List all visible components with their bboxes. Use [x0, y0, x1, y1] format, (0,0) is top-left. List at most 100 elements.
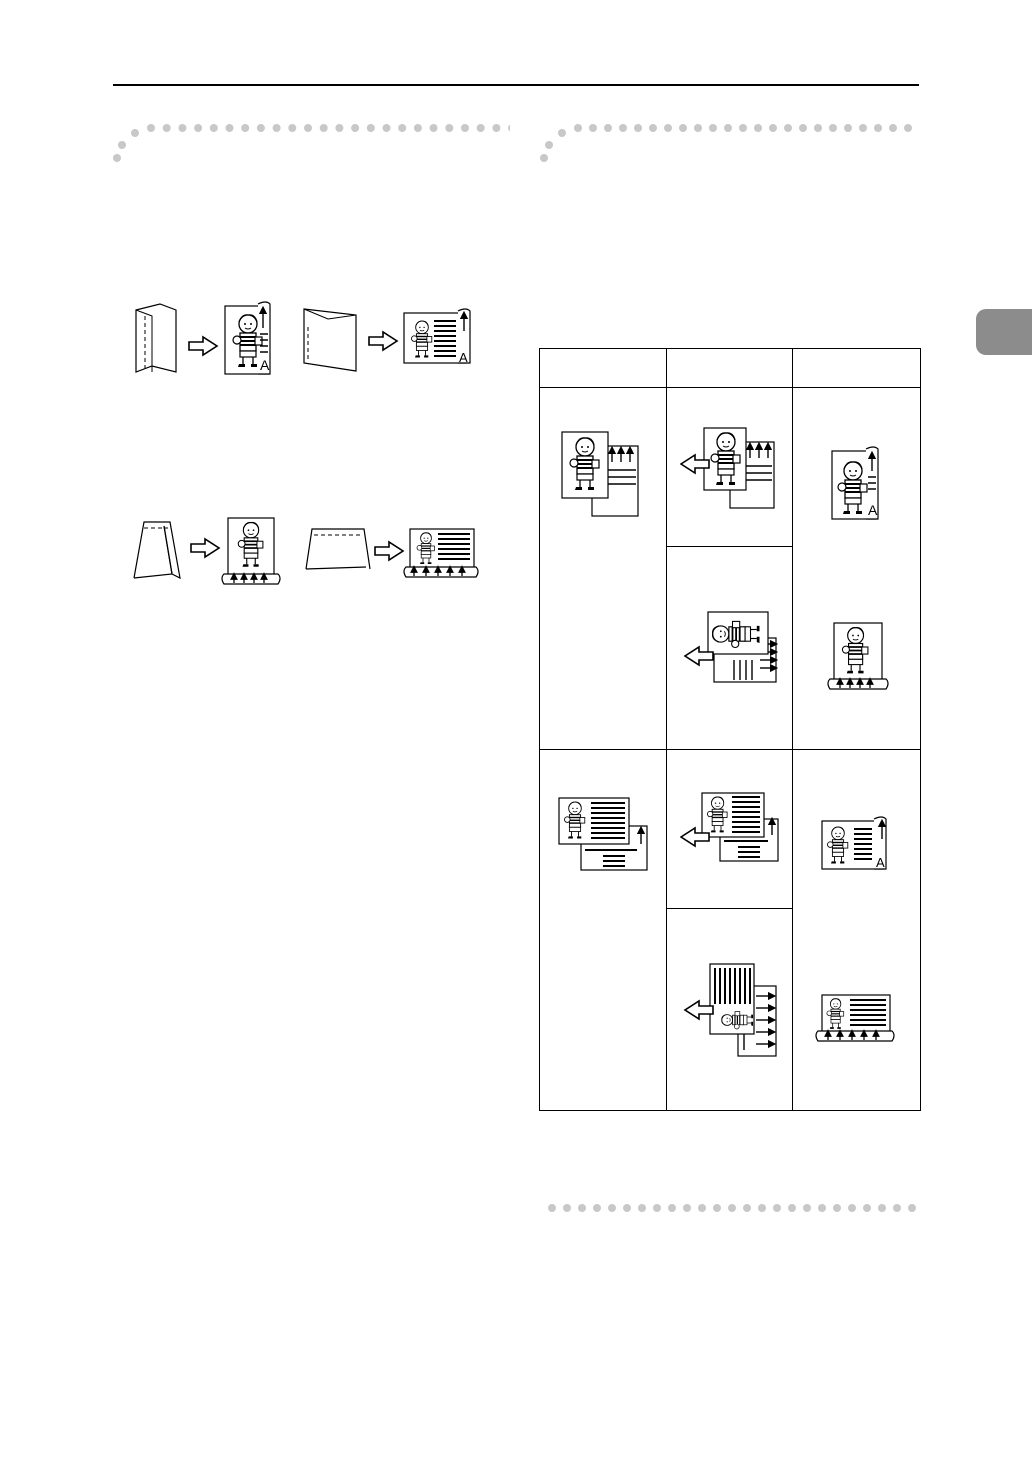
decorative-dot: [147, 124, 155, 132]
top-bound-portrait-figure: [812, 619, 902, 695]
decorative-dot: [163, 124, 171, 132]
decorative-dot: [383, 124, 391, 132]
decorative-dot: [773, 1204, 781, 1212]
decorative-dot: [698, 1204, 706, 1212]
decorative-dot: [754, 124, 762, 132]
decorative-dot: [589, 124, 597, 132]
decorative-dot: [724, 124, 732, 132]
figure-tent-fold-landscape: [302, 525, 482, 585]
landscape-left-arrow-figure: [680, 789, 780, 869]
header-rule: [113, 84, 919, 86]
cell-landscape-placement-2: [667, 909, 793, 1111]
decorative-dot: [335, 124, 343, 132]
decorative-dot: [398, 124, 406, 132]
decorative-dot: [683, 1204, 691, 1212]
bottom-section-dots: [545, 1200, 925, 1216]
decorative-dot: [893, 1204, 901, 1212]
cell-landscape-originals: [540, 750, 667, 1111]
cell-portrait-originals: [540, 388, 667, 750]
decorative-dot: [178, 124, 186, 132]
decorative-dot: [814, 124, 822, 132]
table-header-original: [540, 349, 667, 388]
cell-landscape-results: A: [793, 750, 921, 1111]
decorative-dot: [713, 1204, 721, 1212]
figure-tent-fold-portrait: [130, 512, 290, 592]
decorative-dot: [889, 124, 897, 132]
decorative-dot: [578, 1204, 586, 1212]
decorative-dot: [226, 124, 234, 132]
decorative-dot: [844, 124, 852, 132]
decorative-dot: [288, 124, 296, 132]
rotated-landscape-left-arrow-figure: [680, 960, 780, 1060]
decorative-dot: [608, 1204, 616, 1212]
left-bound-landscape-figure: A: [812, 815, 902, 875]
rotated-left-arrow-figure: [680, 608, 780, 688]
decorative-dot: [619, 124, 627, 132]
decorative-dot: [818, 1204, 826, 1212]
decorative-dot: [904, 124, 912, 132]
decorative-dot: [709, 124, 717, 132]
decorative-dot: [445, 124, 453, 132]
decorative-dot: [664, 124, 672, 132]
top-bound-landscape-figure: [812, 993, 902, 1045]
decorative-dot: [320, 124, 328, 132]
svg-text:A: A: [459, 350, 468, 365]
decorative-dot: [623, 1204, 631, 1212]
decorative-dot: [563, 1204, 571, 1212]
decorative-dot: [743, 1204, 751, 1212]
decorative-dot: [492, 124, 500, 132]
decorative-dot: [874, 124, 882, 132]
decorative-dot: [829, 124, 837, 132]
decorative-dot: [833, 1204, 841, 1212]
table-header-placement: [667, 349, 793, 388]
svg-text:A: A: [868, 502, 878, 518]
figure-vertical-fold-portrait: A: [132, 298, 282, 378]
decorative-dot: [241, 124, 249, 132]
decorative-dot: [367, 124, 375, 132]
cell-landscape-placement-1: [667, 750, 793, 909]
left-section-dots: [110, 120, 510, 170]
decorative-dot: [430, 124, 438, 132]
decorative-dot: [803, 1204, 811, 1212]
decorative-dot: [461, 124, 469, 132]
chapter-tab: [976, 309, 1032, 355]
left-bound-portrait-figure: A: [812, 443, 902, 523]
decorative-dot: [604, 124, 612, 132]
decorative-dot: [908, 1204, 916, 1212]
decorative-dot: [653, 1204, 661, 1212]
decorative-dot: [351, 124, 359, 132]
decorative-dot: [593, 1204, 601, 1212]
decorative-dot: [848, 1204, 856, 1212]
landscape-original-pair-figure: [555, 796, 651, 876]
decorative-dot: [739, 124, 747, 132]
decorative-dot: [210, 124, 218, 132]
cell-portrait-results: A: [793, 388, 921, 750]
portrait-left-arrow-figure: [680, 422, 780, 512]
decorative-dot: [574, 124, 582, 132]
table-header-result: [793, 349, 921, 388]
decorative-dot: [477, 124, 485, 132]
decorative-dot: [784, 124, 792, 132]
orientation-table: A: [539, 348, 921, 1111]
cell-portrait-placement-1: [667, 388, 793, 546]
decorative-dot: [508, 124, 510, 132]
decorative-dot: [548, 1204, 556, 1212]
decorative-dot: [304, 124, 312, 132]
right-section-dots: [537, 120, 922, 170]
decorative-dot: [758, 1204, 766, 1212]
decorative-dot: [257, 124, 265, 132]
figure-horizontal-fold-landscape: A: [298, 305, 478, 375]
decorative-dot: [728, 1204, 736, 1212]
decorative-dot: [799, 124, 807, 132]
decorative-dot: [638, 1204, 646, 1212]
decorative-dot: [878, 1204, 886, 1212]
decorative-dot: [649, 124, 657, 132]
decorative-dot: [679, 124, 687, 132]
cell-portrait-placement-2: [667, 546, 793, 750]
decorative-dot: [273, 124, 281, 132]
portrait-original-pair-figure: [558, 430, 648, 520]
svg-text:A: A: [876, 855, 885, 870]
decorative-dot: [634, 124, 642, 132]
decorative-dot: [863, 1204, 871, 1212]
decorative-dot: [194, 124, 202, 132]
